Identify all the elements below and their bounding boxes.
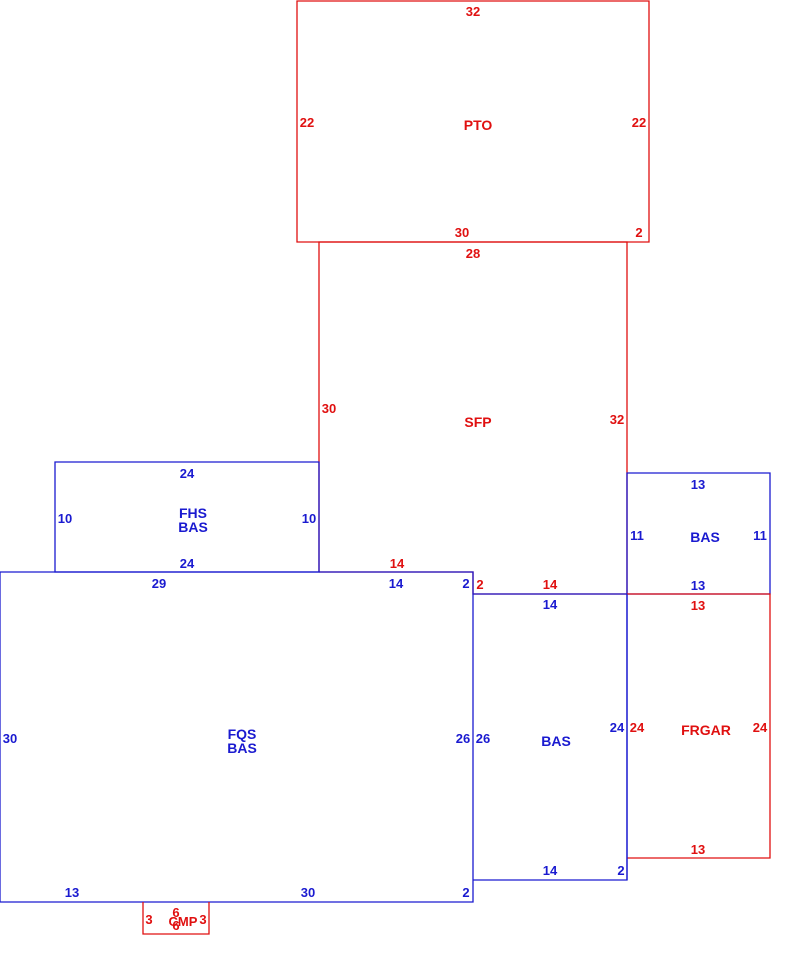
area-bas-middle-dim-right: 24 xyxy=(610,720,625,735)
area-pto-outline xyxy=(296,0,650,243)
area-bas-middle-dim-bottom: 14 xyxy=(543,863,558,878)
area-bas-right-top-dim-top: 13 xyxy=(691,477,705,492)
area-bas-middle-dim-left: 26 xyxy=(476,731,490,746)
area-bas-middle-dim-top: 14 xyxy=(543,597,558,612)
area-sfp-dim-bottom-left: 14 xyxy=(390,556,405,571)
area-frgar-dim-top: 13 xyxy=(691,598,705,613)
area-cmp-label: CMP xyxy=(169,914,198,929)
area-fhs-label-1: FHS xyxy=(179,505,207,521)
area-pto-dim-bottom-right: 2 xyxy=(635,225,642,240)
area-frgar-dim-right: 24 xyxy=(753,720,768,735)
area-frgar-dim-bottom: 13 xyxy=(691,842,705,857)
area-pto-dim-top: 32 xyxy=(466,4,480,19)
area-frgar: FRGAR 13 24 24 13 xyxy=(627,593,771,859)
area-fhs-dim-bottom: 24 xyxy=(180,556,195,571)
area-bas-middle-dim-bottom-corner: 2 xyxy=(617,863,624,878)
area-fqs-dim-top-left: 29 xyxy=(152,576,166,591)
area-fhs: FHS BAS 24 10 10 24 xyxy=(54,461,320,573)
area-frgar-label: FRGAR xyxy=(681,722,731,738)
area-bas-middle-label: BAS xyxy=(541,733,571,749)
area-cmp: CMP 3 6 3 6 xyxy=(142,902,210,935)
area-bas-right-top-label: BAS xyxy=(690,529,720,545)
area-sfp-dim-left: 30 xyxy=(322,401,336,416)
area-cmp-dim-left: 3 xyxy=(145,912,152,927)
area-fqs-dim-right: 26 xyxy=(456,731,470,746)
area-fqs-dim-left: 30 xyxy=(3,731,17,746)
area-fqs-dim-bottom-corner: 2 xyxy=(462,885,469,900)
area-sfp-dim-top: 28 xyxy=(466,246,480,261)
area-fhs-label-2: BAS xyxy=(178,519,208,535)
area-pto-dim-bottom: 30 xyxy=(455,225,469,240)
area-bas-right-top-dim-left: 11 xyxy=(630,528,644,543)
area-bas-middle: BAS 14 26 24 14 2 xyxy=(473,593,628,881)
area-cmp-dim-top: 6 xyxy=(172,905,179,920)
area-frgar-dim-left: 24 xyxy=(630,720,645,735)
area-pto-dim-left: 22 xyxy=(300,115,314,130)
area-pto: PTO 32 22 22 30 2 xyxy=(296,0,650,243)
area-sfp-label: SFP xyxy=(464,414,491,430)
area-fqs: FQS BAS 29 14 2 30 26 13 30 2 xyxy=(0,571,474,903)
area-fqs-dim-bottom: 30 xyxy=(301,885,315,900)
area-bas-right-top-dim-bottom: 13 xyxy=(691,578,705,593)
area-frgar-outline xyxy=(627,593,771,859)
area-sfp-dim-right: 32 xyxy=(610,412,624,427)
area-fqs-outline xyxy=(0,571,474,903)
area-fqs-dim-bottom-left: 13 xyxy=(65,885,79,900)
area-sfp: SFP 28 30 32 14 2 14 xyxy=(318,241,628,595)
area-fhs-dim-left: 10 xyxy=(58,511,72,526)
area-fqs-label-2: BAS xyxy=(227,740,257,756)
area-fqs-label-1: FQS xyxy=(228,726,257,742)
area-sfp-outline xyxy=(318,241,628,594)
area-pto-label: PTO xyxy=(464,117,493,133)
area-fqs-dim-top-corner: 2 xyxy=(462,576,469,591)
area-cmp-dim-bottom: 6 xyxy=(172,918,179,933)
area-sfp-dim-bottom-right: 14 xyxy=(543,577,558,592)
area-cmp-outline xyxy=(142,902,210,935)
area-pto-dim-right: 22 xyxy=(632,115,646,130)
area-fhs-dim-top: 24 xyxy=(180,466,195,481)
area-bas-right-top: BAS 13 11 11 13 xyxy=(626,472,771,595)
area-bas-right-top-dim-right: 11 xyxy=(753,528,767,543)
area-fqs-dim-top-right: 14 xyxy=(389,576,404,591)
area-fhs-dim-right: 10 xyxy=(302,511,316,526)
area-sfp-dim-step: 2 xyxy=(476,577,483,592)
area-cmp-dim-right: 3 xyxy=(199,912,206,927)
